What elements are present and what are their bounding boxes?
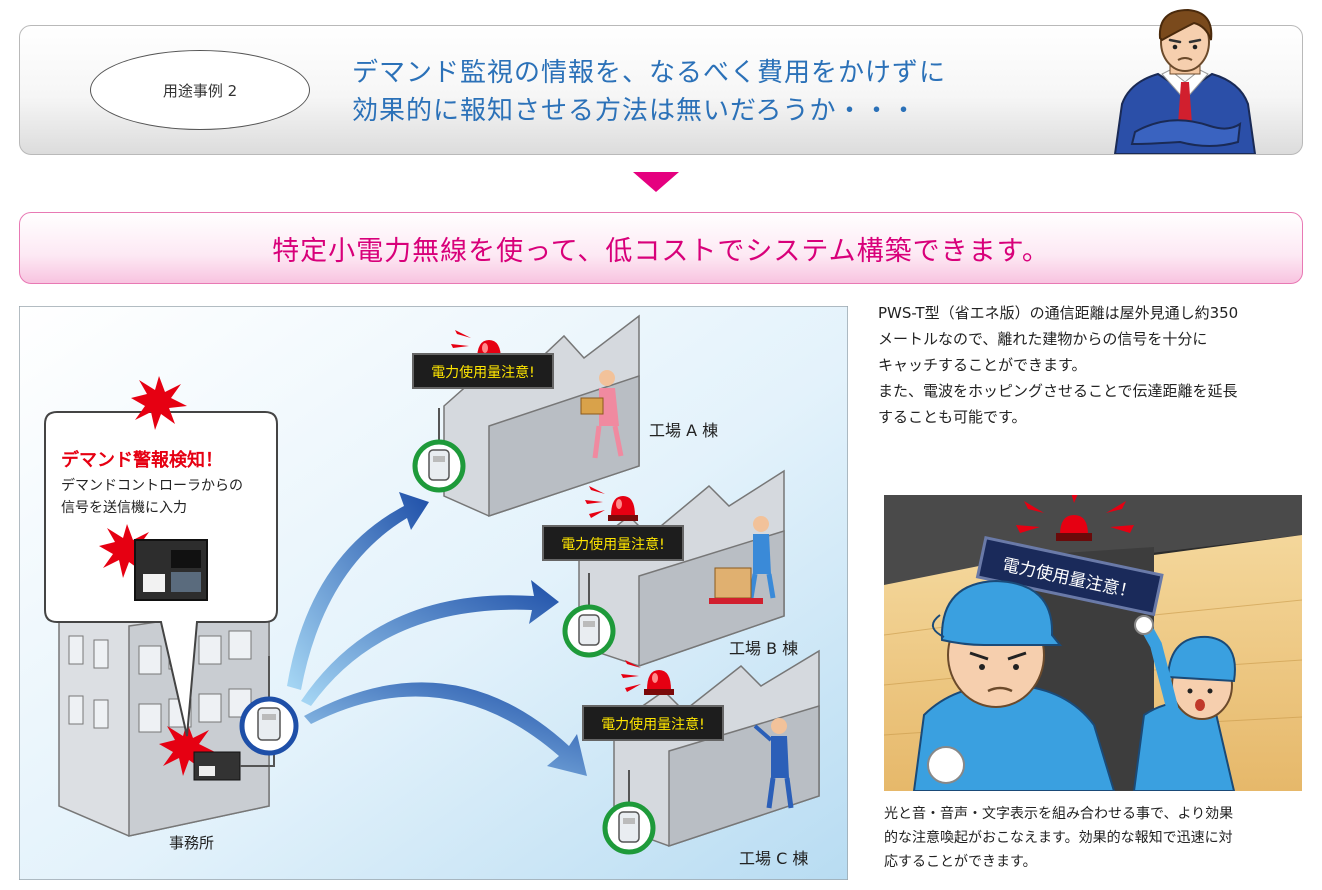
description-text: PWS-T型（省エネ版）の通信距離は屋外見通し約350 メートルなので、離れた建… bbox=[878, 300, 1310, 430]
office-label: 事務所 bbox=[169, 834, 214, 852]
worried-man-illustration bbox=[1113, 8, 1257, 154]
workers-alert-illustration: 電力使用量注意！ bbox=[884, 495, 1302, 791]
factory-b-label: 工場 B 棟 bbox=[729, 639, 798, 658]
photo-caption: 光と音・音声・文字表示を組み合わせる事で、より効果 的な注意喚起がおこなえます。… bbox=[884, 802, 1304, 874]
factory-c-label: 工場 C 棟 bbox=[739, 849, 808, 868]
question-banner: 用途事例 2 デマンド監視の情報を、なるべく費用をかけずに 効果的に報知させる方… bbox=[19, 8, 1303, 155]
callout-line-2: 信号を送信機に入力 bbox=[61, 500, 187, 516]
description-line-4: また、電波をホッピングさせることで伝達距離を延長 bbox=[878, 382, 1238, 400]
question-line-1: デマンド監視の情報を、なるべく費用をかけずに bbox=[352, 58, 947, 88]
case-label: 用途事例 2 bbox=[90, 50, 310, 130]
factory-a-label: 工場 A 棟 bbox=[649, 421, 718, 440]
description-line-1: PWS-T型（省エネ版）の通信距離は屋外見通し約350 bbox=[878, 304, 1239, 322]
factory-c: 電力使用量注意! bbox=[582, 649, 820, 852]
answer-text: 特定小電力無線を使って、低コストでシステム構築できます。 bbox=[272, 235, 1050, 267]
demand-alert-callout: デマンド警報検知！ デマンドコントローラからの 信号を送信機に入力 bbox=[44, 376, 278, 737]
case-label-text: 用途事例 2 bbox=[162, 81, 238, 100]
worker-main bbox=[912, 579, 1191, 791]
down-arrow-icon bbox=[633, 172, 679, 192]
transmitter-icon bbox=[239, 656, 299, 756]
factory-a: 電力使用量注意! bbox=[412, 314, 640, 518]
callout-title: デマンド警報検知！ bbox=[61, 449, 223, 471]
worker-carrying-box bbox=[580, 370, 624, 459]
caption-line-3: 応することができます。 bbox=[884, 854, 1037, 870]
worker-pointing bbox=[753, 718, 794, 809]
question-text: デマンド監視の情報を、なるべく費用をかけずに 効果的に報知させる方法は無いだろう… bbox=[352, 54, 946, 130]
worker-pushing-cart bbox=[709, 516, 776, 604]
signal-arrows bbox=[287, 492, 587, 776]
description-line-3: キャッチすることができます。 bbox=[878, 356, 1087, 374]
answer-band: 特定小電力無線を使って、低コストでシステム構築できます。 bbox=[19, 212, 1303, 284]
worker-pointing-photo bbox=[1132, 615, 1236, 791]
factory-b-sign: 電力使用量注意! bbox=[561, 536, 665, 553]
caption-line-1: 光と音・音声・文字表示を組み合わせる事で、より効果 bbox=[884, 806, 1234, 822]
factory-a-sign: 電力使用量注意! bbox=[431, 364, 535, 381]
description-line-2: メートルなので、離れた建物からの信号を十分に bbox=[878, 330, 1208, 348]
factory-b: 電力使用量注意! bbox=[542, 469, 785, 668]
factory-c-sign: 電力使用量注意! bbox=[601, 716, 705, 733]
question-line-2: 効果的に報知させる方法は無いだろうか・・・ bbox=[352, 96, 918, 126]
caption-line-2: 的な注意喚起がおこなえます。効果的な報知で迅速に対 bbox=[884, 830, 1233, 846]
callout-line-1: デマンドコントローラからの bbox=[61, 477, 243, 494]
description-line-5: することも可能です。 bbox=[878, 408, 1027, 426]
system-diagram: デマンド警報検知！ デマンドコントローラからの 信号を送信機に入力 事務所 電力… bbox=[19, 306, 848, 880]
